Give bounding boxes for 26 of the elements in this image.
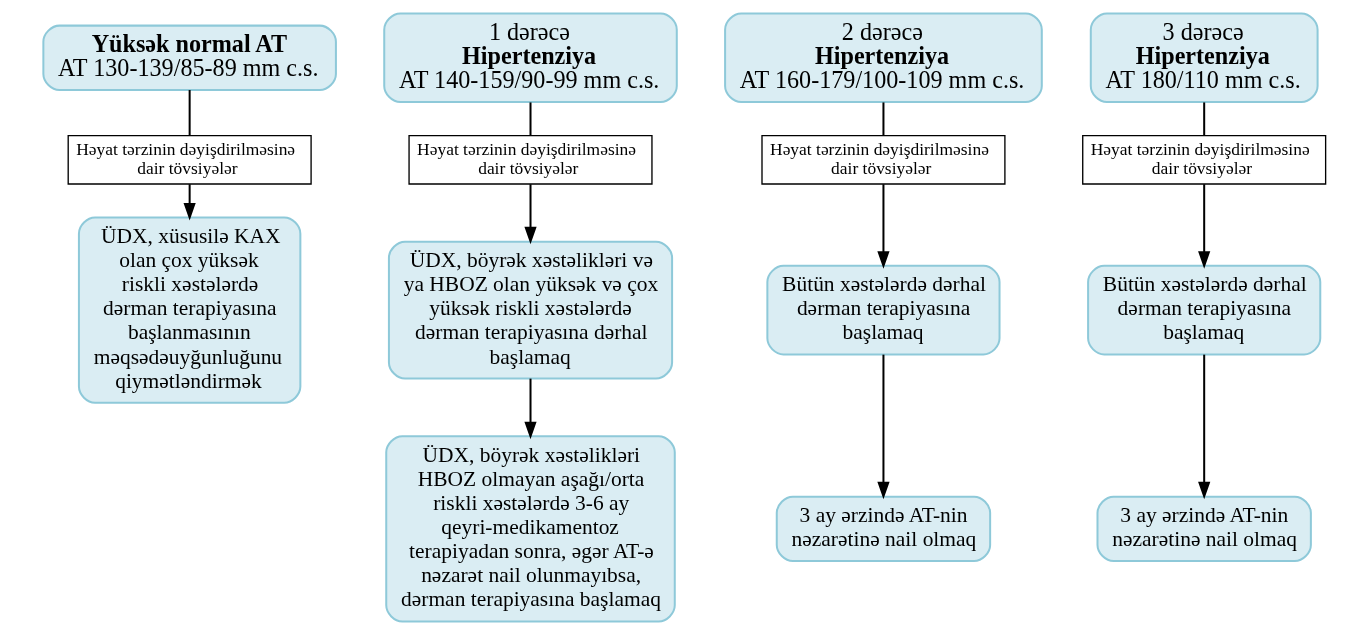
- arrow: [523, 378, 537, 440]
- node-box: Həyat tərzinin dəyişdirilməsinə dair tövsiyələr: [407, 135, 653, 185]
- connector: [188, 90, 191, 136]
- arrow: [1197, 184, 1210, 269]
- node-box: Həyat tərzinin dəyişdirilməsinə dair tövsiyələr: [1081, 135, 1326, 185]
- connector: [529, 102, 531, 136]
- arrow: [876, 184, 890, 269]
- node-box: 3 dərəcə Hipertenziya AT 180/110 mm c.s.: [1089, 12, 1319, 104]
- connector: [881, 102, 884, 136]
- arrow: [523, 184, 537, 245]
- node-box: 1 dərəcə Hipertenziya AT 140-159/90-99 mm c.s.: [382, 12, 678, 104]
- node-box: Bütün xəstələrdə dərhal dərman terapiyasına başlamaq: [1086, 264, 1321, 356]
- node-box: ÜDX, xüsusilə KAX olan çox yüksək riskli xəstələrdə dərman terapiyasına başlanmasının məqsədəuyğunluğunu qiymətləndirmək: [77, 216, 301, 404]
- node-box: ÜDX, böyrək xəstəlikləri və ya HBOZ olan yüksək və çox yüksək riskli xəstələrdə dərman terapiyasına dərhal başlamaq: [387, 240, 673, 380]
- node-box: Həyat tərzinin dəyişdirilməsinə dair tövsiyələr: [760, 135, 1006, 185]
- node-box: 3 ay ərzində AT-nin nəzarətinə nail olmaq: [775, 495, 991, 563]
- arrow: [1197, 354, 1210, 500]
- connector: [1202, 102, 1205, 136]
- node-box: 2 dərəcə Hipertenziya AT 160-179/100-109 mm c.s.: [723, 12, 1043, 104]
- node-box: 3 ay ərzində AT-nin nəzarətinə nail olmaq: [1096, 495, 1312, 563]
- node-box: Yüksək normal AT AT 130-139/85-89 mm c.s.: [41, 24, 337, 92]
- node-box: ÜDX, böyrək xəstəlikləri HBOZ olmayan aşağı/orta riskli xəstələrdə 3-6 ay qeyri-medikamentoz terapiyadan sonra, əgər AT-ə nəzarət nail olunmayıbsa, dərman terapiyasına başlamaq: [384, 435, 676, 623]
- node-box: Bütün xəstələrdə dərhal dərman terapiyasına başlamaq: [765, 264, 1001, 356]
- arrow: [876, 354, 890, 500]
- arrow: [183, 184, 196, 221]
- node-box: Həyat tərzinin dəyişdirilməsinə dair tövsiyələr: [67, 135, 312, 185]
